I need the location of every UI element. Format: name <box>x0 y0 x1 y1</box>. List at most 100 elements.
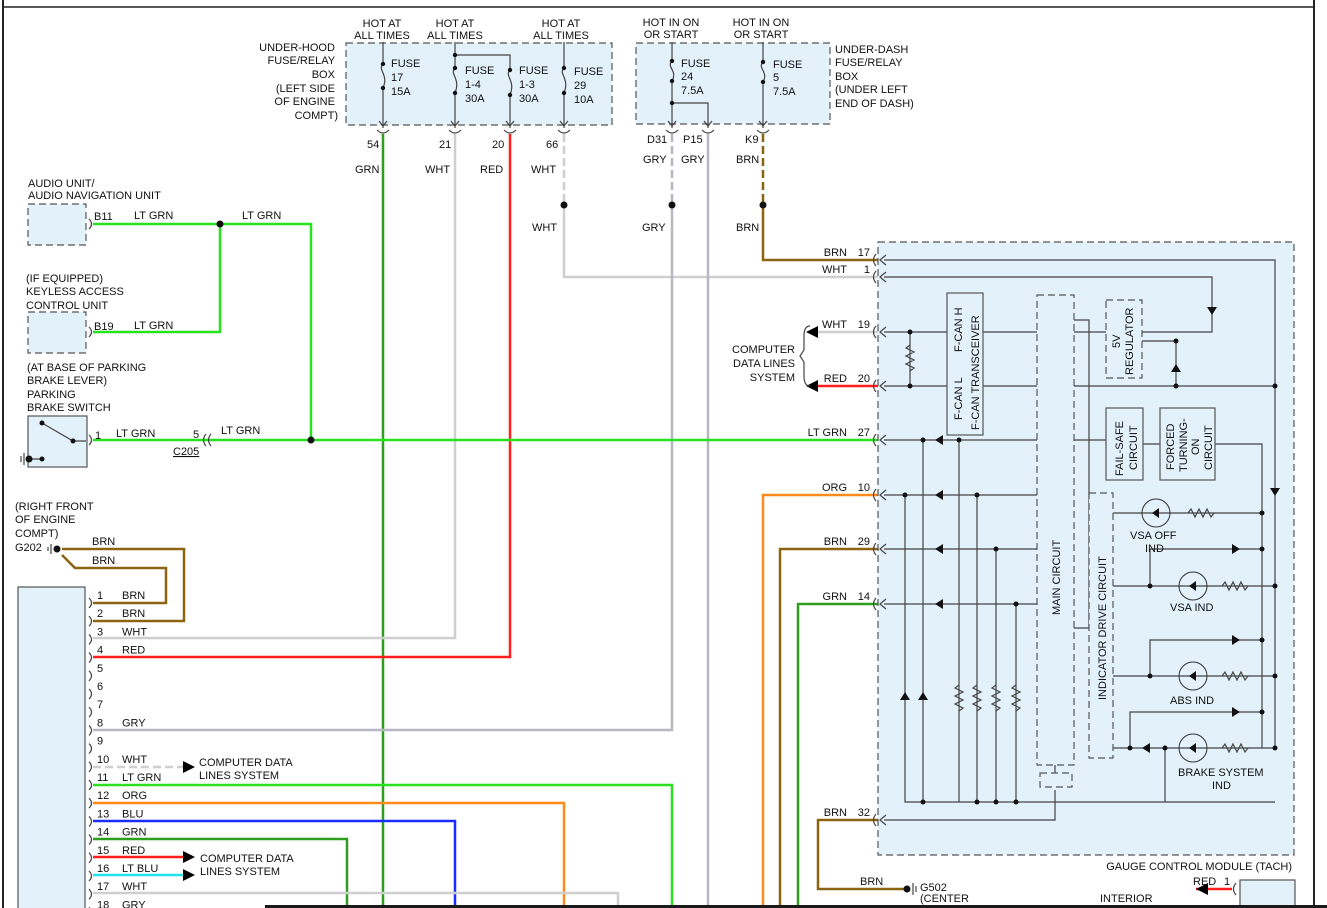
led-icons <box>1141 498 1208 763</box>
wire-label: RED <box>824 373 847 385</box>
svg-text:FORCED: FORCED <box>1165 424 1177 471</box>
wire-org-10 <box>761 493 878 908</box>
svg-text:BRN: BRN <box>92 536 115 548</box>
pin-number: 27 <box>858 427 870 439</box>
gauge-control-module: GAUGE CONTROL MODULE (TACH) 17BRN1WHT19W… <box>732 241 1295 873</box>
svg-text:5V: 5V <box>1111 334 1123 348</box>
f-can-transceiver <box>946 292 984 436</box>
wire-brn-k9 <box>761 205 878 262</box>
pin-number: 32 <box>858 807 870 819</box>
pin-p15: P15 <box>683 134 703 146</box>
wire-label: BRN <box>824 807 847 819</box>
ground-icon <box>47 544 52 554</box>
brace <box>799 325 811 387</box>
connector-pin: 5 <box>88 663 103 682</box>
wire-lt-grn <box>93 222 878 442</box>
abs-ind-label: ABS IND <box>1170 695 1214 707</box>
svg-text:LT GRN: LT GRN <box>221 425 260 437</box>
wire-label: BLU <box>122 808 143 820</box>
wire-wht-17 <box>93 891 620 908</box>
svg-text:AUDIO UNIT/AUDIO NAVIGATION UN: AUDIO UNIT/AUDIO NAVIGATION UNIT <box>28 178 161 202</box>
connector-pin: 9 <box>88 736 103 755</box>
pin-number: 4 <box>97 645 103 657</box>
connector-pin: 4 RED <box>88 645 145 664</box>
pin-number: 1 <box>97 590 103 602</box>
ground-icon <box>20 453 25 465</box>
connector-pin: 6 <box>88 681 103 700</box>
wire-wht-66 <box>562 205 878 279</box>
pin-number: 13 <box>97 808 109 820</box>
wire-label: GRY <box>642 222 666 234</box>
gcm-pin: 1 WHT <box>822 264 887 284</box>
svg-text:F-CAN H: F-CAN H <box>953 307 965 352</box>
arrow-icon <box>806 326 818 392</box>
brake-system-ind-label: BRAKE SYSTEM <box>1178 767 1264 779</box>
svg-text:IND: IND <box>1212 780 1231 792</box>
fuse-icon <box>380 63 567 96</box>
wire-label: BRN <box>736 154 759 166</box>
wire-label: WHT <box>822 264 847 276</box>
pin-number: 1 <box>864 264 870 276</box>
svg-text:F-CAN TRANSCEIVER: F-CAN TRANSCEIVER <box>970 315 982 430</box>
wire-label: LT GRN <box>808 427 847 439</box>
wire-label: BRN <box>860 876 883 888</box>
wire-wht-21 <box>93 134 457 640</box>
ground-icon <box>912 883 917 895</box>
pin-number: 29 <box>858 536 870 548</box>
svg-text:B19: B19 <box>94 321 114 333</box>
wire-label: WHT <box>122 626 147 638</box>
connector-pin: 16 LT BLU <box>88 863 158 882</box>
under-hood-label: UNDER-HOOD FUSE/RELAY BOX (LEFT SIDE OF … <box>259 42 338 122</box>
svg-text:CIRCUIT: CIRCUIT <box>1203 425 1215 470</box>
wire-label: LT BLU <box>122 863 158 875</box>
wire-label: ORG <box>122 790 147 802</box>
wire-brn-32 <box>816 818 906 891</box>
svg-text:5: 5 <box>193 429 199 441</box>
svg-text:INDICATOR DRIVE CIRCUIT: INDICATOR DRIVE CIRCUIT <box>1097 556 1109 700</box>
wire-label: RED <box>122 845 145 857</box>
pin-number: 7 <box>97 699 103 711</box>
pin-number: 16 <box>97 863 109 875</box>
svg-text:LT GRN: LT GRN <box>242 210 281 222</box>
vsa-ind-label: VSA IND <box>1170 602 1213 614</box>
wire-brn-g202 <box>61 547 186 623</box>
connector-pin: 7 <box>88 699 103 718</box>
gcm-pin: 27 LT GRN <box>808 427 887 447</box>
connector-c205-icon <box>202 433 212 447</box>
wire-label: BRN <box>736 222 759 234</box>
wire-label: WHT <box>532 222 557 234</box>
under-hood-fuse-box: UNDER-HOOD FUSE/RELAY BOX (LEFT SIDE OF … <box>259 18 613 176</box>
interior-connection: RED 1 INTERIOR <box>1100 876 1296 908</box>
wire-label: GRY <box>643 154 667 166</box>
pin-number: 6 <box>97 681 103 693</box>
wire-label: RED <box>122 645 145 657</box>
g502-name: G502 <box>920 882 947 894</box>
main-circuit <box>1036 294 1075 766</box>
vsa-off-ind-label: VSA OFF <box>1130 530 1177 542</box>
svg-text:F-CAN L: F-CAN L <box>953 377 965 420</box>
wire-grn-gcm-14 <box>796 602 878 908</box>
